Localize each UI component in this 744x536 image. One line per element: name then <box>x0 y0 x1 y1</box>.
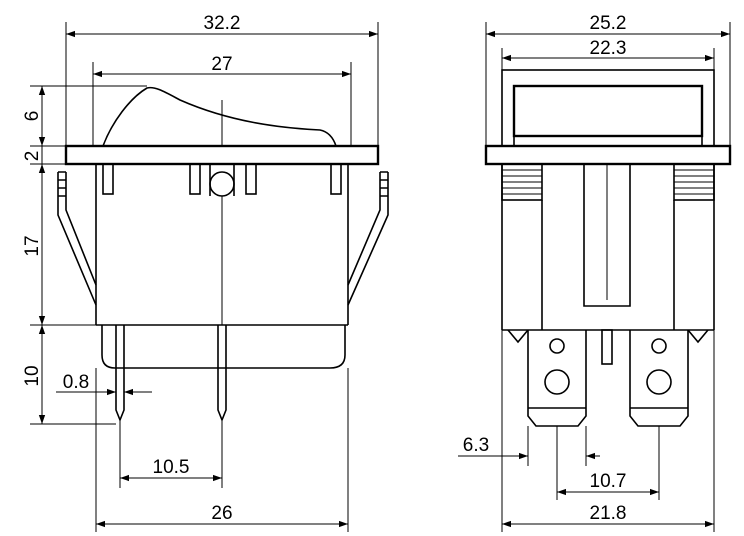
right-clip <box>347 171 389 306</box>
dim-10-5: 10.5 <box>153 457 190 478</box>
dim-17: 17 <box>22 235 43 256</box>
dim-21-8: 21.8 <box>590 503 627 524</box>
left-pin <box>115 325 125 423</box>
front-rocker <box>501 69 715 147</box>
center-pin <box>217 325 227 423</box>
side-view <box>57 86 389 423</box>
pivot-circle <box>209 171 235 197</box>
dim-25-2: 25.2 <box>590 13 627 34</box>
front-view <box>484 69 732 427</box>
side-flange <box>64 144 380 166</box>
dim-32-2: 32.2 <box>204 13 241 34</box>
dim-6-3: 6.3 <box>463 435 489 456</box>
dim-10-7: 10.7 <box>590 471 627 492</box>
dim-27: 27 <box>211 54 232 75</box>
dim-26: 26 <box>211 503 232 524</box>
front-flange <box>484 144 732 166</box>
dim-2: 2 <box>22 151 43 162</box>
dim-22-3: 22.3 <box>590 38 627 59</box>
left-clip <box>57 171 97 306</box>
dim-10: 10 <box>22 365 43 386</box>
side-view-dimensions: 32.2 27 6 2 17 10 0.8 10.5 <box>22 13 379 532</box>
left-terminal <box>527 330 587 427</box>
right-terminal <box>629 330 689 427</box>
dim-0-8: 0.8 <box>63 372 89 393</box>
front-view-dimensions: 25.2 22.3 6.3 10.7 21.8 <box>458 13 731 532</box>
front-body <box>501 164 715 331</box>
dim-6: 6 <box>22 111 43 122</box>
side-rocker <box>102 86 337 147</box>
